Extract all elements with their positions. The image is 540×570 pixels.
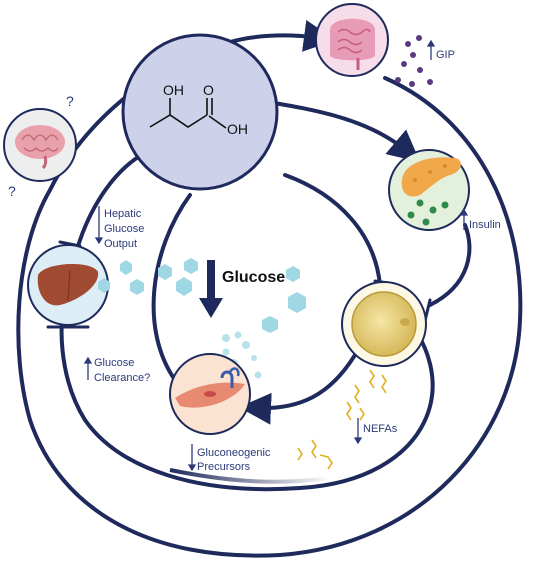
gip-dots	[395, 35, 433, 87]
gluconeogenic-label-2: Precursors	[197, 461, 251, 473]
liver-icon	[37, 264, 99, 306]
clearance-label-1: Glucose	[94, 357, 134, 369]
gip-up-arrow	[426, 39, 436, 60]
nefas-down-arrow	[353, 418, 363, 445]
intestine-circle	[315, 3, 389, 77]
hepatic-down-arrow	[94, 206, 104, 245]
clearance-up-arrow	[83, 356, 93, 380]
beta-hydroxybutyrate-molecule: OH O OH	[121, 33, 279, 191]
adipocyte-circle	[341, 281, 427, 367]
gluconeogenic-label-1: Gluconeogenic	[197, 447, 271, 459]
glucose-hexagons	[98, 258, 306, 333]
glucose-down-arrow	[199, 260, 223, 318]
hepatic-label-2: Glucose	[104, 223, 144, 235]
liver-circle	[27, 244, 109, 326]
nefas-label: NEFAs	[363, 423, 398, 435]
insulin-up-arrow	[459, 208, 469, 230]
atom-o-acid: O	[203, 82, 214, 98]
pancreas-circle	[388, 149, 470, 231]
atom-oh-acid: OH	[227, 121, 248, 137]
gluconeogenic-down-arrow	[187, 444, 197, 472]
brain-circle	[3, 108, 77, 182]
brain-icon	[15, 125, 65, 170]
muscle-circle	[169, 353, 251, 435]
intestine-icon	[330, 18, 375, 70]
glucose-label: Glucose	[222, 269, 285, 286]
insulin-label: Insulin	[469, 219, 501, 231]
clearance-label-2: Clearance?	[94, 372, 150, 384]
inner-loop-arrow	[151, 173, 382, 425]
insulin-dots	[407, 199, 449, 226]
pancreas-icon	[401, 157, 462, 197]
precursor-arrow	[169, 468, 331, 484]
hepatic-label-3: Output	[104, 238, 137, 250]
atom-oh-top: OH	[163, 82, 184, 98]
brain-question-top: ?	[66, 93, 74, 109]
adipocyte-icon	[351, 291, 417, 357]
hepatic-label-1: Hepatic	[104, 208, 142, 220]
brain-question-bottom: ?	[8, 183, 16, 199]
nefa-molecules	[297, 369, 387, 470]
muscle-cell-icon	[175, 367, 245, 408]
gip-label: GIP	[436, 49, 455, 61]
